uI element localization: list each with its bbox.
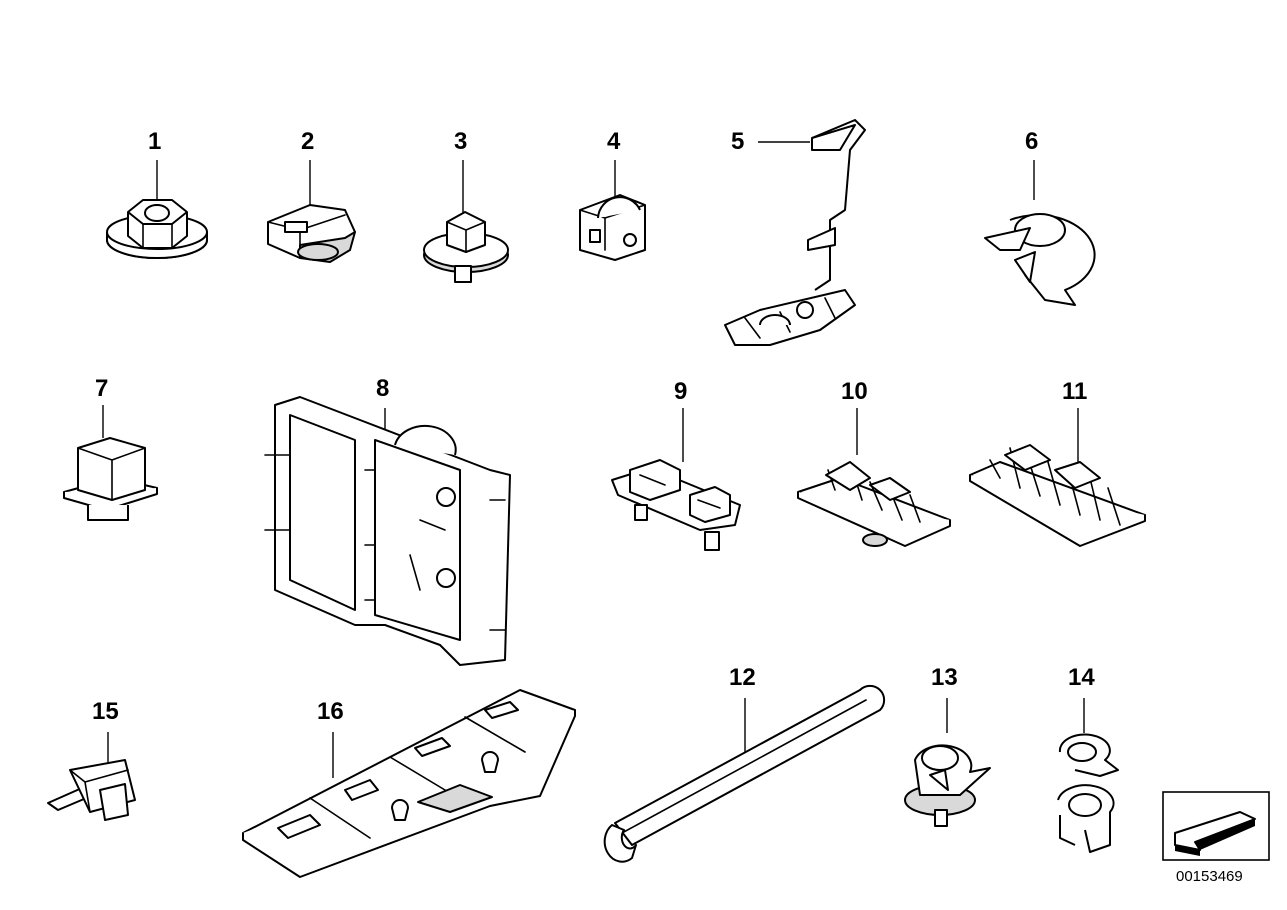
part-12-edge-strip-drawing [603,684,886,863]
callout-16: 16 [317,698,344,725]
diagram-number: 00153469 [1176,868,1243,885]
part-9-double-clip-drawing [611,408,741,551]
callout-13: 13 [931,664,958,691]
callout-14: 14 [1068,664,1095,691]
part-16-cable-channel-drawing [242,689,576,878]
callout-1: 1 [148,128,162,155]
part-8-housing-frame-drawing [264,396,511,666]
arrow-box-icon [1162,791,1270,861]
part-11-multi-clip-drawing [969,408,1146,547]
callout-5: 5 [731,128,745,155]
callout-6: 6 [1025,128,1039,155]
part-4-cable-holder-drawing [579,160,646,261]
part-10-triple-clip-drawing [797,408,951,547]
part-15-small-clip-drawing [47,732,136,821]
part-2-clip-nut-drawing [267,160,356,263]
part-6-clamp-ring-drawing [984,160,1096,306]
callout-11: 11 [1062,378,1088,405]
part-7-square-clip-drawing [63,405,158,521]
callout-2: 2 [301,128,315,155]
part-1-flange-nut-drawing [106,160,208,259]
part-3-push-clip-drawing [423,160,509,283]
callout-9: 9 [674,378,688,405]
callout-8: 8 [376,375,390,402]
part-14-double-clamp-drawing [1057,698,1119,853]
callout-4: 4 [607,128,621,155]
callout-15: 15 [92,698,119,725]
part-13-clamp-drawing [904,698,991,827]
callout-7: 7 [95,375,109,402]
callout-12: 12 [729,664,756,691]
callout-3: 3 [454,128,468,155]
callout-10: 10 [841,378,868,405]
part-5-bracket-holder-drawing [724,119,866,346]
